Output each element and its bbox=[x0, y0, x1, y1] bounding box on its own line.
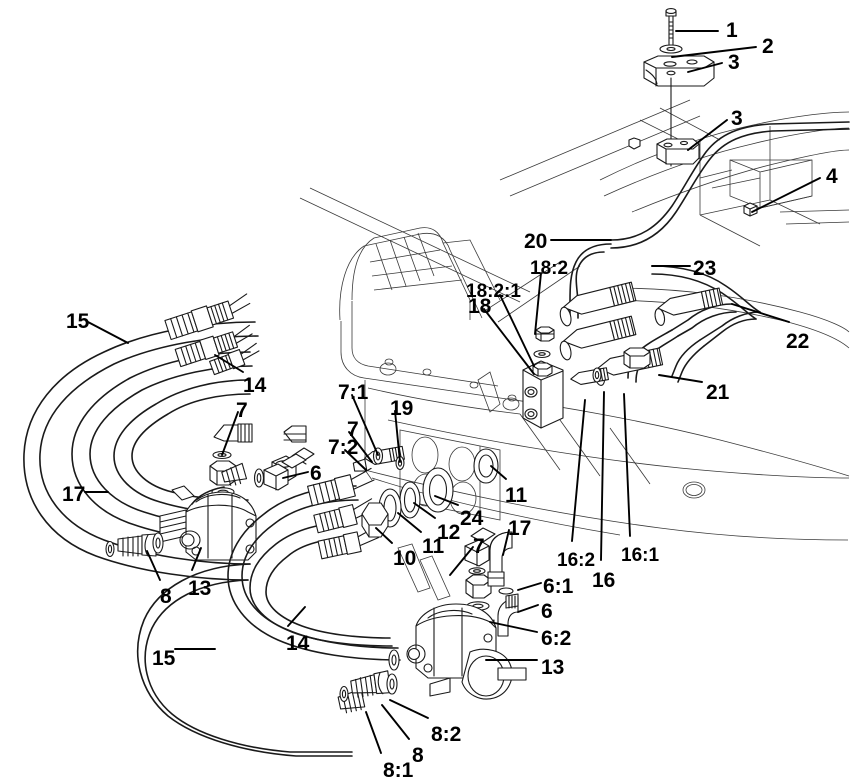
leader-line-11 bbox=[490, 465, 507, 480]
callout-label-16-2: 16:2 bbox=[557, 550, 596, 571]
leader-line-14 bbox=[214, 354, 244, 373]
callout-label-11: 11 bbox=[505, 484, 528, 507]
leader-line-11 bbox=[397, 512, 422, 533]
callout-label-13: 13 bbox=[541, 656, 565, 679]
leader-line-7 bbox=[449, 546, 474, 576]
callout-label-19: 19 bbox=[390, 397, 414, 420]
callout-label-17: 17 bbox=[508, 517, 532, 540]
callout-label-14: 14 bbox=[243, 374, 267, 397]
leader-line-7 bbox=[221, 411, 239, 456]
leader-line-18-2-1 bbox=[499, 294, 535, 367]
callout-label-8: 8 bbox=[160, 585, 172, 608]
callout-label-7-2: 7:2 bbox=[328, 436, 359, 459]
callout-label-3: 3 bbox=[731, 107, 743, 130]
leader-line-13 bbox=[191, 547, 202, 571]
callout-label-24: 24 bbox=[460, 507, 484, 530]
callout-label-3: 3 bbox=[728, 51, 740, 74]
leader-line-3 bbox=[687, 62, 723, 73]
callout-label-11: 11 bbox=[422, 535, 445, 558]
leader-line-12 bbox=[413, 502, 436, 519]
callout-label-2: 2 bbox=[762, 35, 774, 58]
callout-label-7: 7 bbox=[347, 418, 359, 441]
leader-line-22 bbox=[731, 303, 790, 323]
callout-label-6: 6 bbox=[541, 600, 553, 623]
leader-line-8-2 bbox=[389, 699, 429, 719]
leader-line-8 bbox=[146, 550, 161, 581]
callout-label-1: 1 bbox=[726, 19, 738, 42]
leader-line-2 bbox=[671, 46, 757, 58]
callout-label-21: 21 bbox=[706, 381, 730, 404]
leader-line-18-2 bbox=[534, 272, 542, 335]
leader-line-21 bbox=[658, 374, 703, 383]
leader-line-6-2 bbox=[489, 621, 538, 633]
callout-label-22: 22 bbox=[786, 330, 810, 353]
leader-line-10 bbox=[375, 527, 393, 544]
leader-line-8-1 bbox=[365, 711, 382, 754]
callout-label-18: 18 bbox=[468, 295, 492, 318]
callout-label-13: 13 bbox=[188, 577, 212, 600]
leader-line-16 bbox=[600, 391, 605, 561]
callout-label-8-2: 8:2 bbox=[431, 723, 462, 746]
callout-label-14: 14 bbox=[286, 632, 310, 655]
callout-label-16-1: 16:1 bbox=[621, 545, 660, 566]
callout-label-7: 7 bbox=[236, 399, 248, 422]
leader-line-4 bbox=[751, 177, 821, 213]
leader-line-17 bbox=[502, 529, 510, 556]
callout-label-6: 6 bbox=[310, 462, 322, 485]
callout-label-12: 12 bbox=[437, 521, 461, 544]
leader-line-24 bbox=[434, 495, 459, 506]
callout-label-23: 23 bbox=[693, 257, 717, 280]
leader-line-7 bbox=[348, 431, 373, 463]
callout-label-17: 17 bbox=[62, 483, 86, 506]
callout-label-10: 10 bbox=[393, 547, 417, 570]
callout-label-7-1: 7:1 bbox=[338, 381, 369, 404]
leader-line-3 bbox=[687, 119, 728, 151]
leader-line-15 bbox=[87, 321, 129, 344]
callout-label-15: 15 bbox=[152, 647, 176, 670]
leader-line-14 bbox=[287, 606, 306, 627]
callout-label-18-2-1: 18:2:1 bbox=[466, 281, 521, 302]
callout-label-16: 16 bbox=[592, 569, 616, 592]
leader-line-6-1 bbox=[517, 582, 542, 591]
leader-line-7-1 bbox=[351, 394, 379, 456]
leader-line-16-2 bbox=[571, 399, 586, 542]
leader-line-6 bbox=[282, 471, 309, 479]
callout-label-8-1: 8:1 bbox=[383, 759, 414, 778]
callout-label-7: 7 bbox=[473, 535, 485, 558]
callout-label-18-2: 18:2 bbox=[530, 258, 569, 279]
leader-line-19 bbox=[394, 410, 401, 463]
callout-label-8: 8 bbox=[412, 744, 424, 767]
leader-line-16-1 bbox=[623, 393, 631, 537]
callout-label-6-1: 6:1 bbox=[543, 575, 574, 598]
callout-label-20: 20 bbox=[524, 230, 548, 253]
callout-label-15: 15 bbox=[66, 310, 90, 333]
leader-line-6 bbox=[517, 604, 539, 613]
leader-line-7-2 bbox=[344, 449, 367, 471]
callout-label-6-2: 6:2 bbox=[541, 627, 572, 650]
leader-line-8 bbox=[381, 704, 410, 740]
callout-label-4: 4 bbox=[826, 165, 838, 188]
callout-leader-lines bbox=[84, 30, 821, 754]
leader-line-18 bbox=[483, 308, 535, 375]
